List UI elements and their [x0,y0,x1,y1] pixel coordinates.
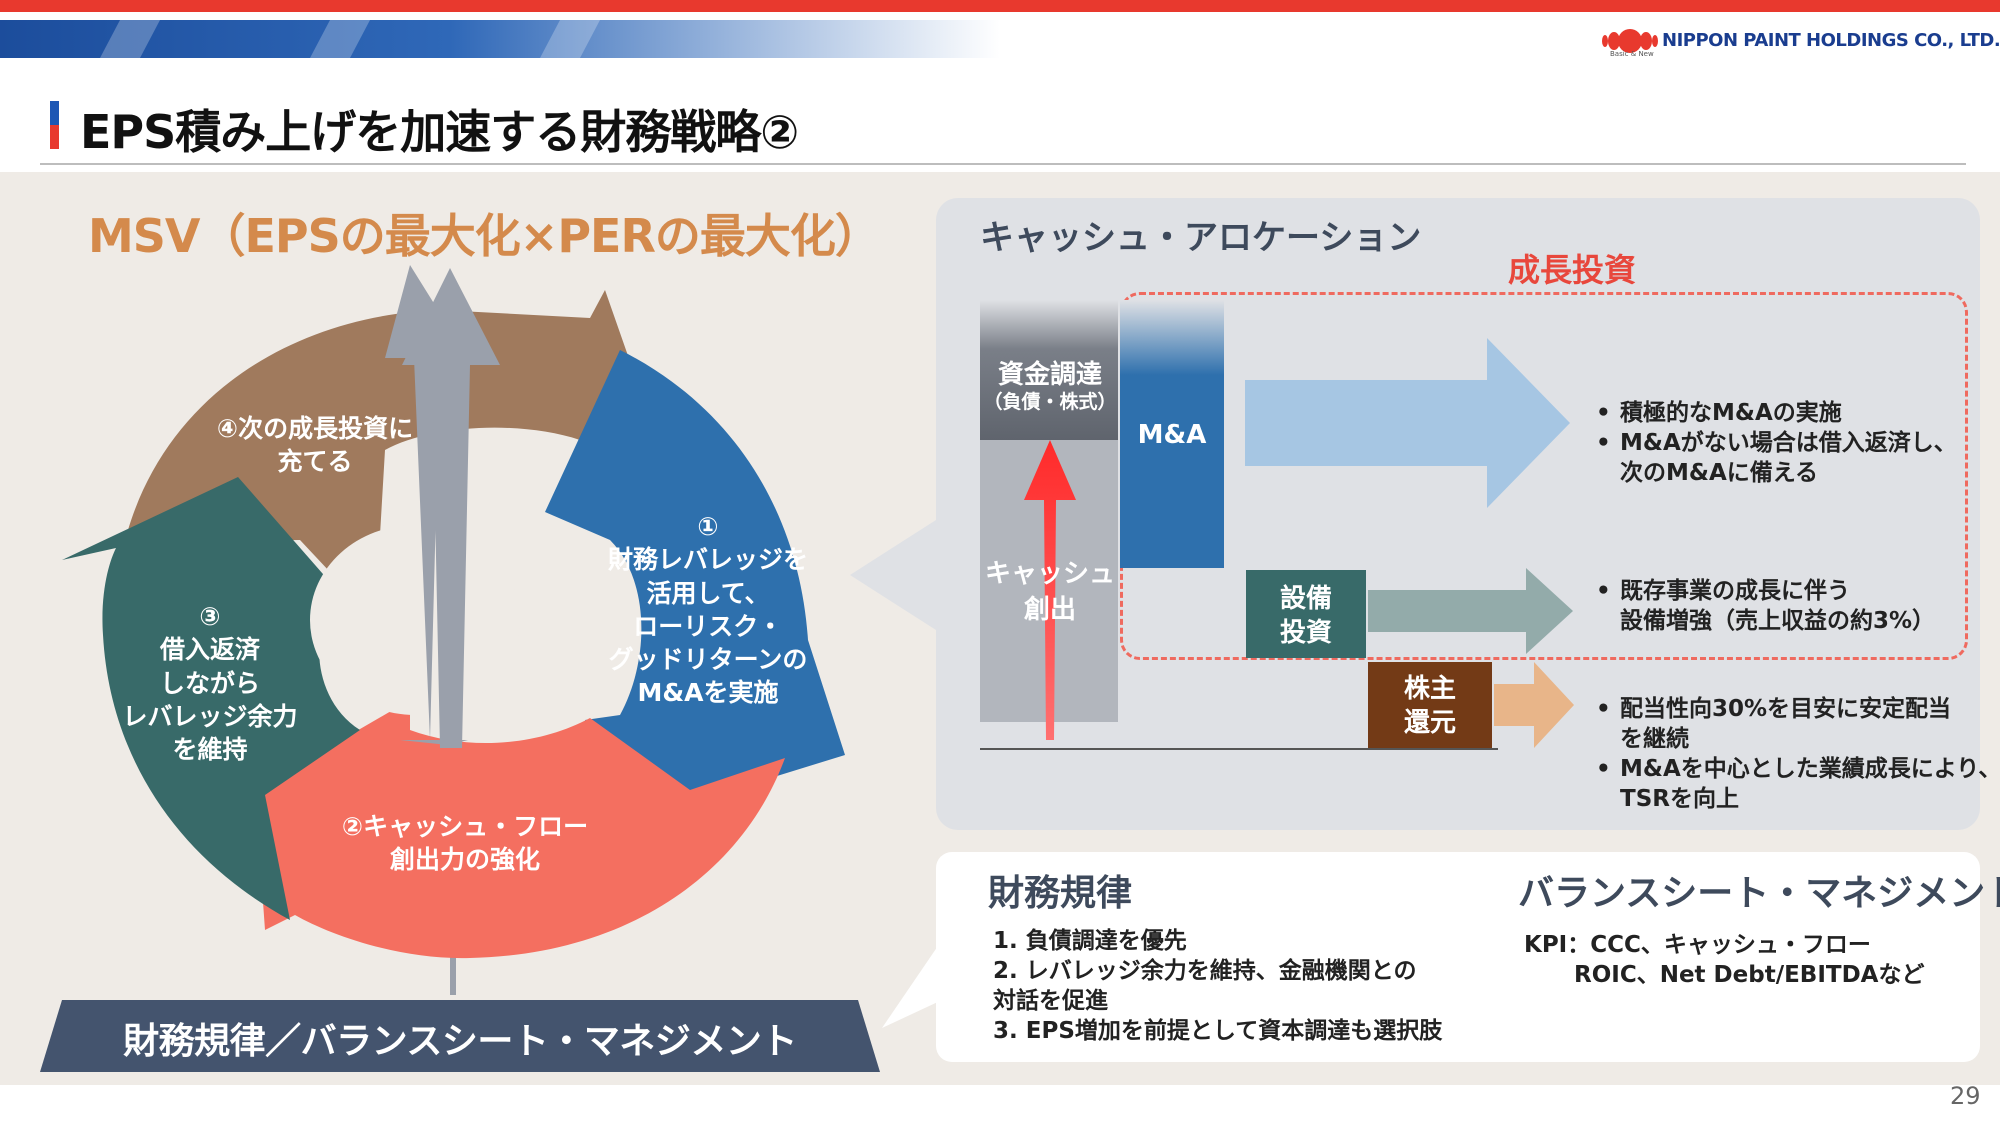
ma-arrow [1245,338,1570,508]
funding-sublabel: （負債・株式） [983,391,1117,413]
cycle-step-2-label: ②キャッシュ・フロー 創出力の強化 [341,812,589,875]
title-divider [40,163,1966,165]
foundation-label: 財務規律／バランスシート・マネジメント [123,1021,797,1062]
top-red-stripe [0,0,2000,12]
header-gradient-band [0,20,1000,58]
company-logo-icon [1602,29,1658,53]
shareholder-return-label: 株主 還元 [1403,674,1456,738]
title-accent-bar-red [50,125,59,149]
capex-arrow [1368,568,1573,654]
cycle-segment-3 [62,477,372,920]
cycle-segment-2 [255,700,785,959]
capex-bullets: 既存事業の成長に伴う 設備増強（売上収益の約3%） [1596,576,1935,636]
capex-label: 設備 投資 [1279,584,1332,648]
msv-headline: MSV（EPSの最大化×PERの最大化） [88,209,881,263]
company-name: NIPPON PAINT HOLDINGS CO., LTD. [1662,30,2000,51]
balance-sheet-management-title: バランスシート・マネジメント [1518,873,2000,914]
return-bullets: 配当性向30%を目安に安定配当 を継続 M&Aを中心とした業績成長により、 TS… [1596,694,2000,814]
page-number: 29 [1950,1082,1981,1110]
financial-discipline-list: 1. 負債調達を優先 2. レバレッジ余力を維持、金融機関との 対話を促進 3.… [993,928,1443,1044]
center-up-arrow [385,265,468,745]
cash-up-arrow [1024,440,1076,740]
cycle-diagram [62,265,845,995]
cycle-step-3-label: ③ 借入返済 しながら レバレッジ余力 を維持 [122,602,298,764]
return-bar [1368,662,1492,748]
funding-bar [980,300,1118,440]
cycle-step-4-label: ④次の成長投資に 充てる [216,414,414,477]
company-tagline: Basic & New [1610,50,1654,58]
capex-bar [1246,570,1366,658]
return-arrow [1494,662,1574,748]
cycle-segment-1 [545,350,845,812]
funding-label: 資金調達 [997,360,1102,390]
cash-creation-label: キャッシュ 創出 [984,559,1115,625]
ma-bullets: 積極的なM&Aの実施 M&Aがない場合は借入返済し、 次のM&Aに備える [1596,398,1957,488]
callout-pointer [850,520,936,630]
allocation-bars [980,300,1498,750]
ma-label: M&A [1137,420,1207,450]
financial-discipline-title: 財務規律 [988,873,1133,914]
foundation-base [40,1000,880,1072]
cycle-step-1-label: ① 財務レバレッジを 活用して、 ローリスク・ グッドリターンの M&Aを実施 [607,512,808,708]
ma-bar [1120,300,1224,568]
bottom-callout-pointer [882,940,942,1028]
balance-sheet-kpi: KPI：CCC、キャッシュ・フロー ROIC、Net Debt/EBITDAなど [1524,932,1925,988]
cash-allocation-title: キャッシュ・アロケーション [980,218,1422,258]
growth-investment-label: 成長投資 [1508,251,1637,289]
page-title: EPS積み上げを加速する財務戦略② [80,105,799,159]
financial-discipline-panel [936,852,1980,1062]
